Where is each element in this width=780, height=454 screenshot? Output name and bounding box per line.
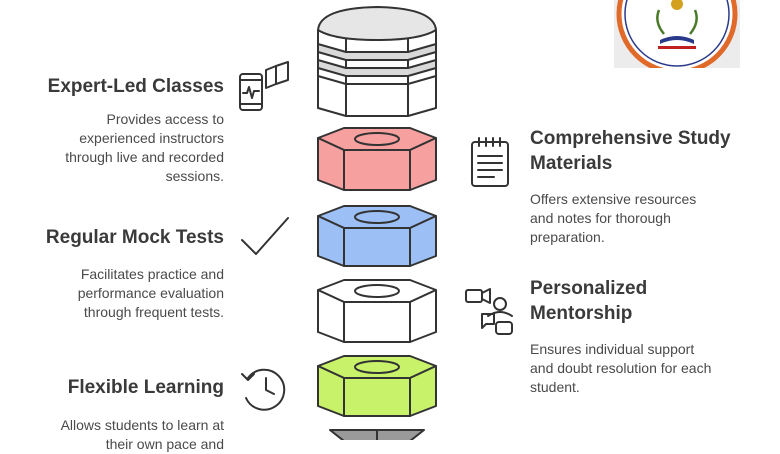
feature-title-personalized-mentorship: Personalized Mentorship [530, 278, 648, 324]
logo-badge [614, 0, 740, 68]
feature-title-flexible-learning: Flexible Learning [67, 377, 224, 398]
feature-desc-personalized-mentorship: Ensures individual support and doubt res… [530, 341, 712, 395]
feature-desc-flexible-learning: Allows students to learn at their own pa… [60, 417, 224, 452]
feature-title-regular-mock-tests: Regular Mock Tests [45, 227, 224, 248]
stack-top-cap [317, 6, 437, 117]
stack-bottom-cone [329, 429, 425, 440]
clock-history-icon [241, 368, 286, 411]
feature-desc-comprehensive-study-materials: Offers extensive resources and notes for… [530, 191, 697, 245]
checkmark-icon [241, 217, 289, 255]
notepad-icon [471, 137, 509, 187]
feature-title-comprehensive-study-materials: Comprehensive Study Materials [530, 128, 731, 174]
stack-nut-flexible-learning [317, 355, 437, 417]
feature-desc-expert-led-classes: Provides access to experienced instructo… [65, 111, 224, 184]
bolt-stack-diagram [317, 6, 437, 440]
logo-emblem-icon [616, 0, 738, 68]
mentorship-icon [465, 288, 513, 335]
stack-nut-study-materials [317, 127, 437, 191]
stack-nut-mentorship [317, 279, 437, 343]
tablet-book-icon [239, 61, 289, 111]
stack-nut-mock-tests [317, 205, 437, 267]
feature-desc-regular-mock-tests: Facilitates practice and performance eva… [77, 266, 224, 320]
feature-title-expert-led-classes: Expert-Led Classes [47, 76, 224, 97]
